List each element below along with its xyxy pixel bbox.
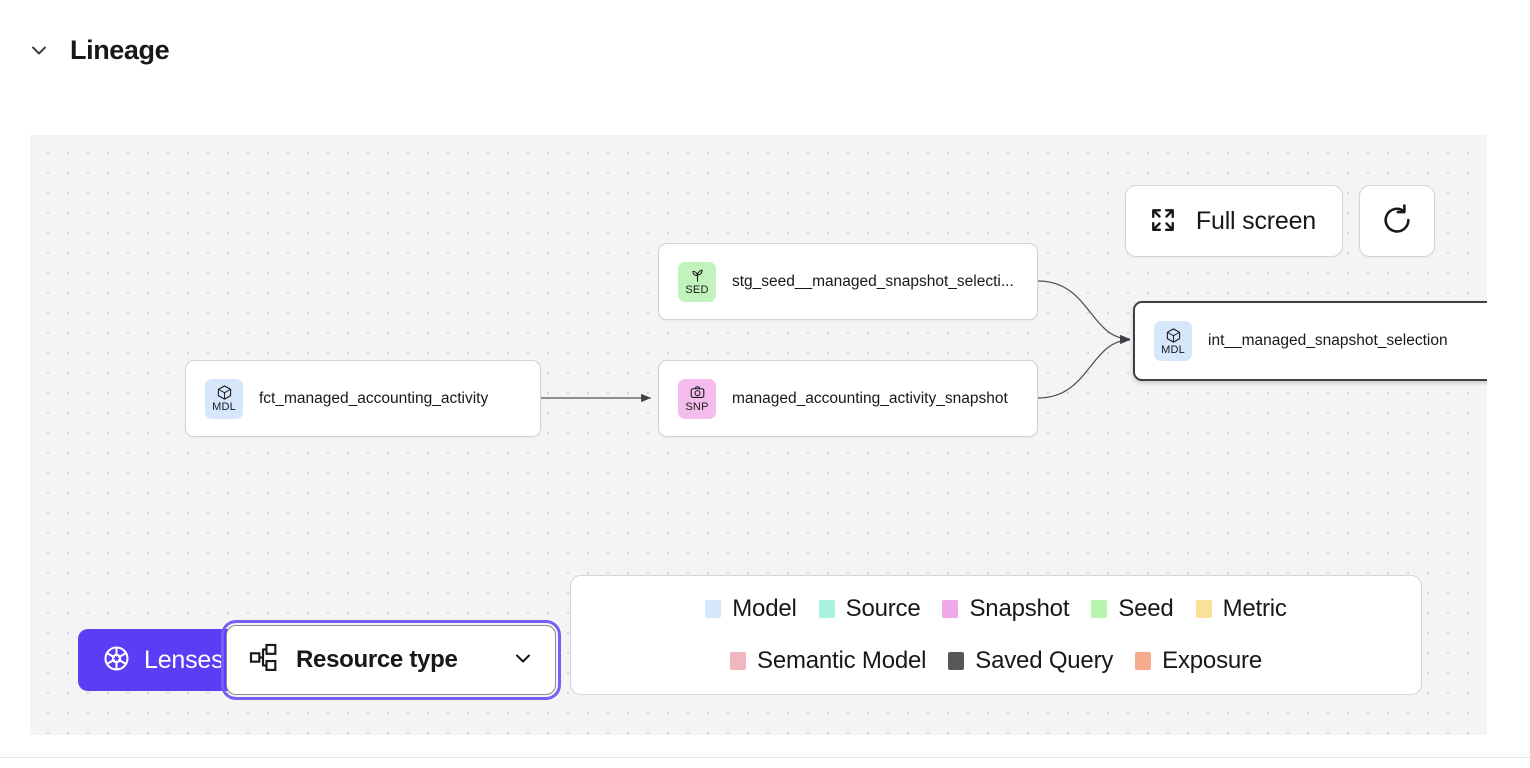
legend-label: Metric <box>1222 595 1287 622</box>
legend-item-saved-query: Saved Query <box>948 647 1113 675</box>
node-label: int__managed_snapshot_selection <box>1208 332 1448 349</box>
node-badge-abbr: MDL <box>212 401 236 413</box>
node-type-badge-snp: SNP <box>678 378 716 419</box>
legend-row-1: Model Source Snapshot Seed Metric <box>705 595 1287 623</box>
lineage-legend: Model Source Snapshot Seed Metric S <box>570 575 1422 695</box>
node-badge-abbr: MDL <box>1161 343 1185 356</box>
legend-label: Snapshot <box>969 595 1070 622</box>
legend-item-seed: Seed <box>1091 595 1174 623</box>
resource-type-label: Resource type <box>296 646 458 673</box>
legend-item-semantic-model: Semantic Model <box>730 647 926 675</box>
legend-label: Source <box>845 595 921 622</box>
lineage-node-stg-seed-managed-snapshot-selection[interactable]: SED stg_seed__managed_snapshot_selecti..… <box>658 243 1038 320</box>
legend-swatch <box>705 600 722 618</box>
resource-type-dropdown[interactable]: Resource type <box>221 620 561 700</box>
legend-item-snapshot: Snapshot <box>942 595 1070 623</box>
legend-label: Semantic Model <box>757 647 927 674</box>
legend-item-model: Model <box>705 595 797 623</box>
legend-row-2: Semantic Model Saved Query Exposure <box>730 647 1262 675</box>
node-label: fct_managed_accounting_activity <box>259 389 489 407</box>
full-screen-label: Full screen <box>1195 206 1316 235</box>
hierarchy-icon <box>248 642 279 678</box>
lineage-node-fct-managed-accounting-activity[interactable]: MDL fct_managed_accounting_activity <box>185 360 541 437</box>
legend-swatch <box>1091 600 1108 618</box>
chevron-down-icon <box>28 39 50 61</box>
refresh-icon <box>1380 203 1414 240</box>
cube-icon <box>216 384 233 401</box>
node-label: managed_accounting_activity_snapshot <box>732 389 1008 407</box>
seedling-icon <box>689 267 706 284</box>
legend-label: Seed <box>1118 595 1174 622</box>
lineage-node-managed-accounting-activity-snapshot[interactable]: SNP managed_accounting_activity_snapshot <box>658 360 1038 437</box>
lineage-node-int-managed-snapshot-selection[interactable]: MDL int__managed_snapshot_selection <box>1133 301 1487 381</box>
node-type-badge-sed: SED <box>678 261 716 302</box>
cube-icon <box>1165 327 1182 344</box>
lineage-canvas[interactable]: MDL fct_managed_accounting_activity SED … <box>30 135 1487 735</box>
node-type-badge-mdl: MDL <box>1154 321 1192 361</box>
refresh-button[interactable] <box>1359 185 1435 257</box>
camera-icon <box>689 384 706 401</box>
legend-swatch <box>1135 652 1152 670</box>
node-badge-abbr: SNP <box>685 401 709 413</box>
bottom-divider <box>0 757 1530 758</box>
lineage-edges <box>541 280 1131 403</box>
legend-item-source: Source <box>818 595 921 623</box>
legend-swatch <box>948 652 965 670</box>
collapse-toggle-button[interactable] <box>22 33 56 67</box>
node-badge-abbr: SED <box>685 284 709 296</box>
legend-item-metric: Metric <box>1195 595 1287 623</box>
legend-swatch <box>942 600 959 618</box>
node-label: stg_seed__managed_snapshot_selecti... <box>732 272 1014 290</box>
legend-item-exposure: Exposure <box>1135 647 1262 675</box>
lineage-section-header: Lineage <box>0 0 1530 100</box>
lenses-label: Lenses <box>144 645 224 674</box>
legend-swatch <box>730 652 747 670</box>
expand-arrows-icon <box>1148 205 1178 238</box>
node-type-badge-mdl: MDL <box>205 378 243 419</box>
legend-label: Exposure <box>1162 647 1262 674</box>
full-screen-button[interactable]: Full screen <box>1124 185 1343 257</box>
canvas-actions: Full screen <box>1124 185 1435 257</box>
aperture-icon <box>102 644 131 676</box>
chevron-down-icon <box>511 646 535 675</box>
legend-label: Model <box>732 595 797 622</box>
legend-swatch <box>1195 600 1212 618</box>
page-title: Lineage <box>70 34 170 65</box>
legend-swatch <box>818 600 835 618</box>
lenses-button[interactable]: Lenses <box>78 629 246 691</box>
legend-label: Saved Query <box>975 647 1114 674</box>
